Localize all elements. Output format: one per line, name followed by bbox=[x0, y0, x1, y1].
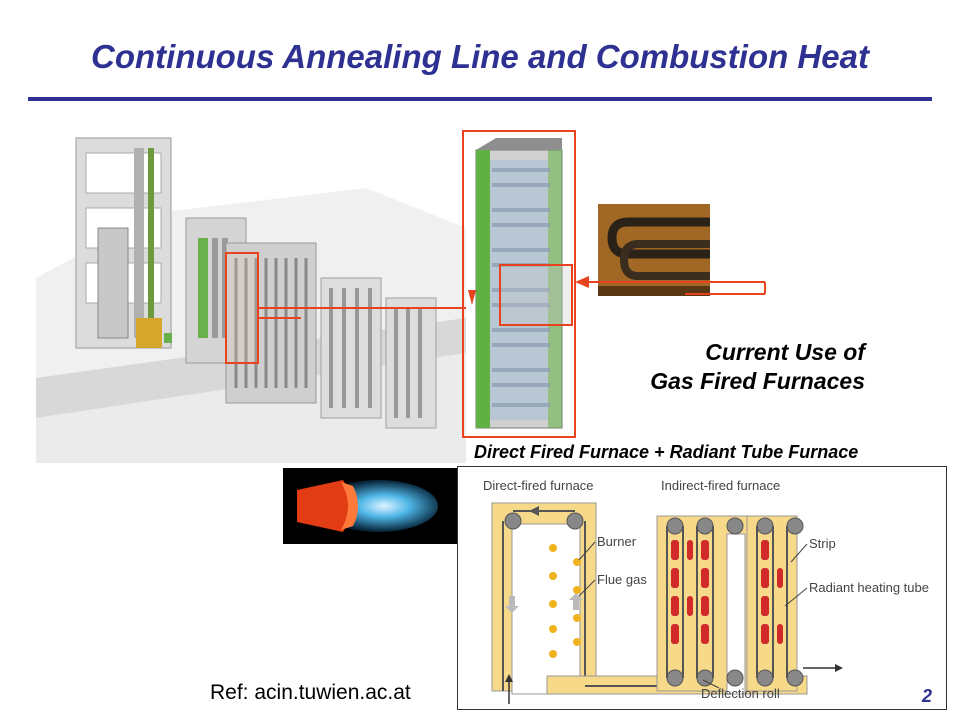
slide-title: Continuous Annealing Line and Combustion… bbox=[91, 38, 869, 75]
current-use-caption: Current Use of Gas Fired Furnaces bbox=[600, 338, 865, 396]
furnace-schematic: Direct-fired furnace Indirect-fired furn… bbox=[457, 466, 947, 710]
radiant-tube-label: Radiant heating tube bbox=[809, 580, 929, 595]
furnace-type-caption: Direct Fired Furnace + Radiant Tube Furn… bbox=[474, 442, 859, 462]
photo-connector-arrow bbox=[575, 276, 766, 295]
furnace-tower-detail bbox=[462, 130, 576, 438]
reference-text: Ref: acin.tuwien.ac.at bbox=[210, 681, 411, 704]
indirect-fired-label: Indirect-fired furnace bbox=[661, 478, 780, 493]
burner-label: Burner bbox=[597, 534, 637, 549]
annealing-line-illustration bbox=[36, 137, 466, 463]
strip-label: Strip bbox=[809, 536, 836, 551]
flue-gas-label: Flue gas bbox=[597, 572, 647, 587]
current-use-line-2: Gas Fired Furnaces bbox=[650, 368, 865, 394]
direct-fired-label: Direct-fired furnace bbox=[483, 478, 594, 493]
burner-flame-photo bbox=[283, 468, 463, 544]
radiant-tube-photo bbox=[598, 204, 710, 296]
deflection-roll-label: Deflection roll bbox=[701, 686, 780, 701]
page-number: 2 bbox=[922, 686, 933, 706]
current-use-line-1: Current Use of bbox=[705, 339, 865, 365]
title-underline bbox=[28, 97, 932, 101]
